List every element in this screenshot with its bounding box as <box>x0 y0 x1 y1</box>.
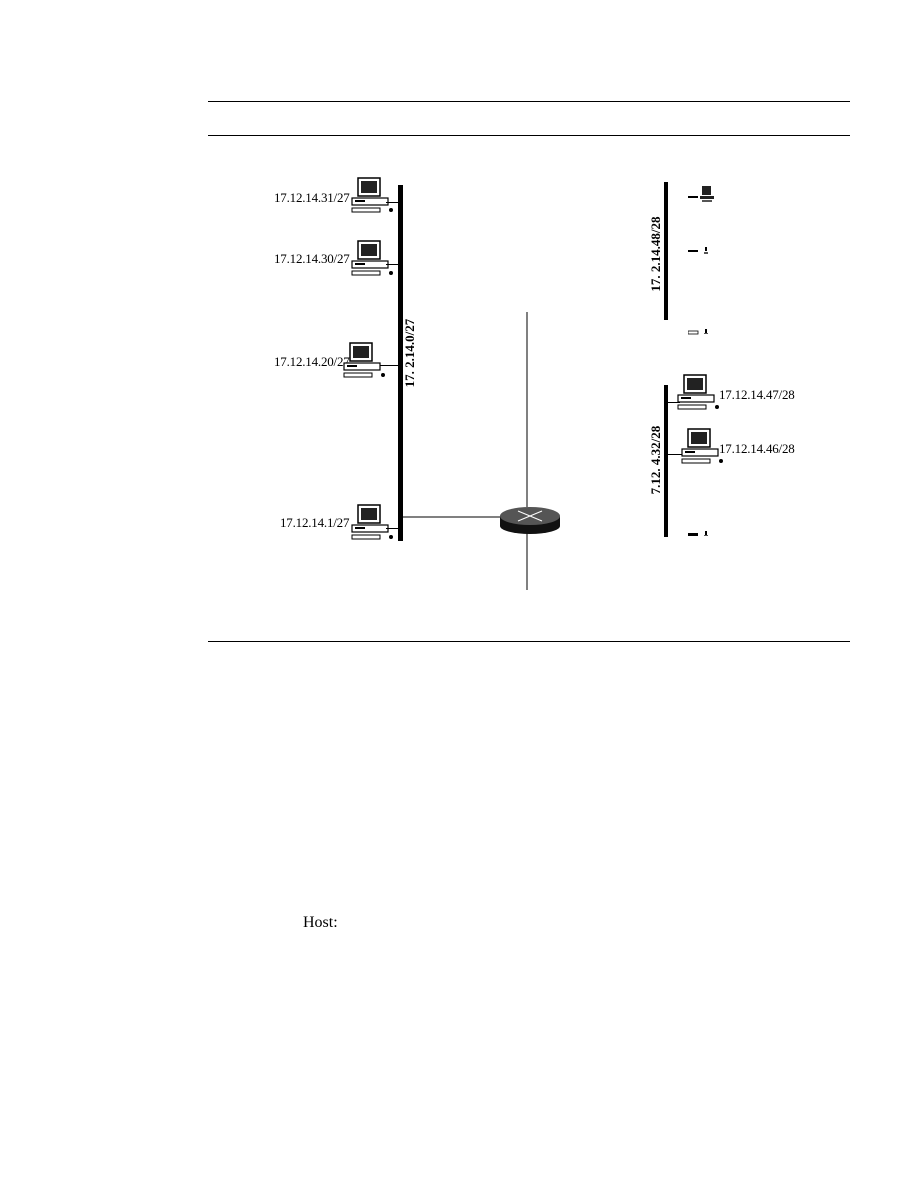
computer-icon <box>681 428 723 464</box>
computer-icon <box>351 504 393 540</box>
right-top-network-bus <box>664 182 668 320</box>
computer-icon <box>351 177 393 213</box>
router-icon <box>403 312 560 590</box>
tap-line <box>386 528 399 529</box>
computer-icon <box>343 342 385 378</box>
host-label-31: 17.12.14.31/27 <box>274 190 350 205</box>
right-bottom-network-label: 7.12. 4.32/28 <box>648 425 663 495</box>
tap-line <box>386 202 399 203</box>
tap-line <box>380 365 399 366</box>
computer-icon <box>688 186 714 202</box>
top-rule-2 <box>208 135 850 136</box>
top-rule-1 <box>208 101 850 102</box>
host-label-20: 17.12.14.20/27 <box>274 354 350 369</box>
computer-icon <box>688 247 708 254</box>
computer-icon <box>677 374 719 410</box>
bottom-rule <box>208 641 850 642</box>
computer-icon <box>688 531 708 536</box>
host-label-46: 17.12.14.46/28 <box>719 441 795 456</box>
host-label: Host: <box>303 914 338 931</box>
computer-icon <box>688 329 708 335</box>
tap-line <box>386 264 399 265</box>
host-label-47: 17.12.14.47/28 <box>719 387 795 402</box>
host-label-1: 17.12.14.1/27 <box>280 515 350 530</box>
tap-line <box>668 402 680 403</box>
right-bottom-network-bus <box>664 385 668 537</box>
host-label-30: 17.12.14.30/27 <box>274 251 350 266</box>
right-top-network-label: 17. 2.14.48/28 <box>648 216 663 292</box>
tap-line <box>668 454 682 455</box>
computer-icon <box>351 240 393 276</box>
left-network-bus <box>398 185 403 541</box>
